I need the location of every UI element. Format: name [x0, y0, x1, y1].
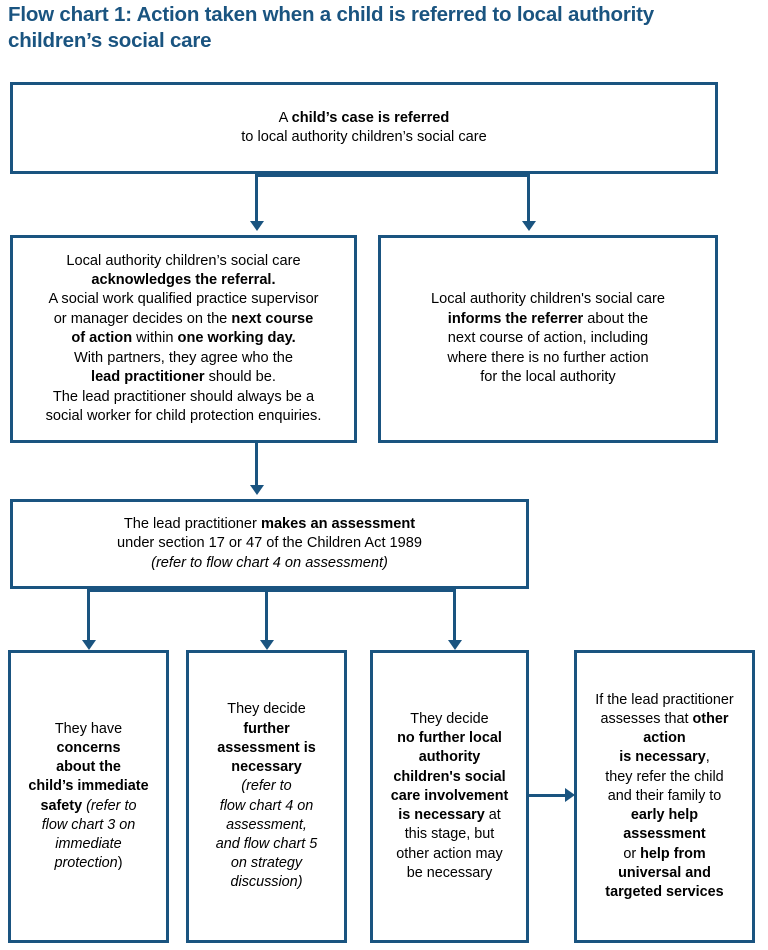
connector-assessment-to-nofurther	[453, 589, 456, 641]
arrowhead-to-acknowledges	[249, 221, 264, 231]
arrowhead-to-other-action	[565, 788, 575, 802]
arrowhead-to-no-further-involvement	[447, 640, 462, 650]
arrowhead-to-concerns	[81, 640, 96, 650]
page-title: Flow chart 1: Action taken when a child …	[8, 3, 654, 52]
node-assessment[interactable]: The lead practitioner makes an assessmen…	[10, 499, 529, 589]
connector-acknowledges-to-assessment	[255, 443, 258, 486]
connector-nofurther-to-otheraction	[529, 794, 567, 797]
arrowhead-to-informs	[521, 221, 536, 231]
node-assessment-text: The lead practitioner makes an assessmen…	[116, 515, 423, 571]
arrowhead-to-assessment	[249, 485, 264, 495]
connector-referral-to-acknowledges	[255, 174, 258, 222]
connector-assessment-bus	[87, 589, 456, 592]
connector-referral-to-informs	[527, 174, 530, 222]
connector-assessment-to-concerns	[87, 589, 90, 641]
connector-referral-bus	[255, 174, 530, 177]
connector-assessment-to-further	[265, 589, 268, 641]
arrowhead-to-further-assessment	[259, 640, 274, 650]
